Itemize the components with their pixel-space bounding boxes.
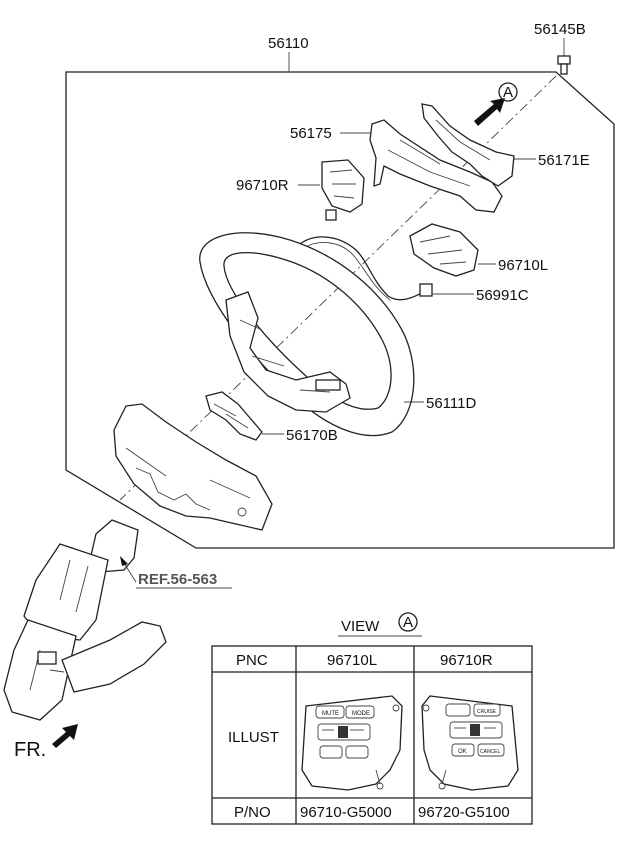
label-96710l: 96710L bbox=[498, 257, 548, 274]
switch-96710r bbox=[321, 159, 365, 221]
harness-56991c bbox=[299, 236, 427, 301]
label-56170b: 56170B bbox=[286, 427, 338, 444]
table-header-96710l: 96710L bbox=[327, 652, 377, 669]
label-56110: 56110 bbox=[268, 35, 309, 52]
reference-label: REF.56-563 bbox=[138, 571, 217, 588]
label-56991c: 56991C bbox=[476, 287, 529, 304]
lower-shroud-cover bbox=[113, 403, 273, 531]
view-a-arrow bbox=[474, 98, 505, 126]
view-a-marker: A bbox=[503, 84, 513, 101]
lower-bracket-56170b bbox=[205, 391, 263, 441]
table-pno-label: P/NO bbox=[234, 804, 271, 821]
upper-cover-56171e bbox=[421, 103, 515, 187]
label-56175: 56175 bbox=[290, 125, 332, 142]
right-btn-cruise: CRUISE bbox=[477, 709, 497, 715]
switch-96710l bbox=[409, 223, 479, 277]
right-btn-cancel: CANCEL bbox=[480, 749, 501, 755]
switch-illust-left: MUTE MODE bbox=[301, 695, 403, 791]
label-96710r: 96710R bbox=[236, 177, 289, 194]
table-pno-left: 96710-G5000 bbox=[300, 804, 392, 821]
parts-table: PNC 96710L 96710R ILLUST MUTE MODE bbox=[211, 645, 533, 825]
front-indicator: FR. bbox=[14, 739, 46, 761]
switch-illust-right: CRUISE OK CANCEL bbox=[421, 695, 519, 791]
label-56145b: 56145B bbox=[534, 21, 586, 38]
bolt-56145b bbox=[557, 55, 571, 75]
view-marker: A bbox=[403, 614, 413, 631]
front-arrow-icon bbox=[52, 724, 78, 748]
view-title: VIEW bbox=[341, 618, 380, 635]
steering-wheel-56111d bbox=[199, 232, 415, 437]
table-illust-label: ILLUST bbox=[228, 729, 279, 746]
steering-column bbox=[3, 519, 167, 721]
view-a-marker-circle bbox=[498, 82, 518, 102]
label-56111d: 56111D bbox=[426, 395, 476, 412]
table-pno-right: 96720-G5100 bbox=[418, 804, 510, 821]
table-header-pnc: PNC bbox=[236, 652, 268, 669]
table-header-96710r: 96710R bbox=[440, 652, 493, 669]
left-btn-mute: MUTE bbox=[322, 711, 339, 717]
right-btn-ok: OK bbox=[458, 749, 467, 755]
assembly-boundary bbox=[65, 71, 615, 549]
label-56171e: 56171E bbox=[538, 152, 590, 169]
upper-cover-56175 bbox=[369, 119, 503, 213]
left-btn-mode: MODE bbox=[352, 711, 370, 717]
